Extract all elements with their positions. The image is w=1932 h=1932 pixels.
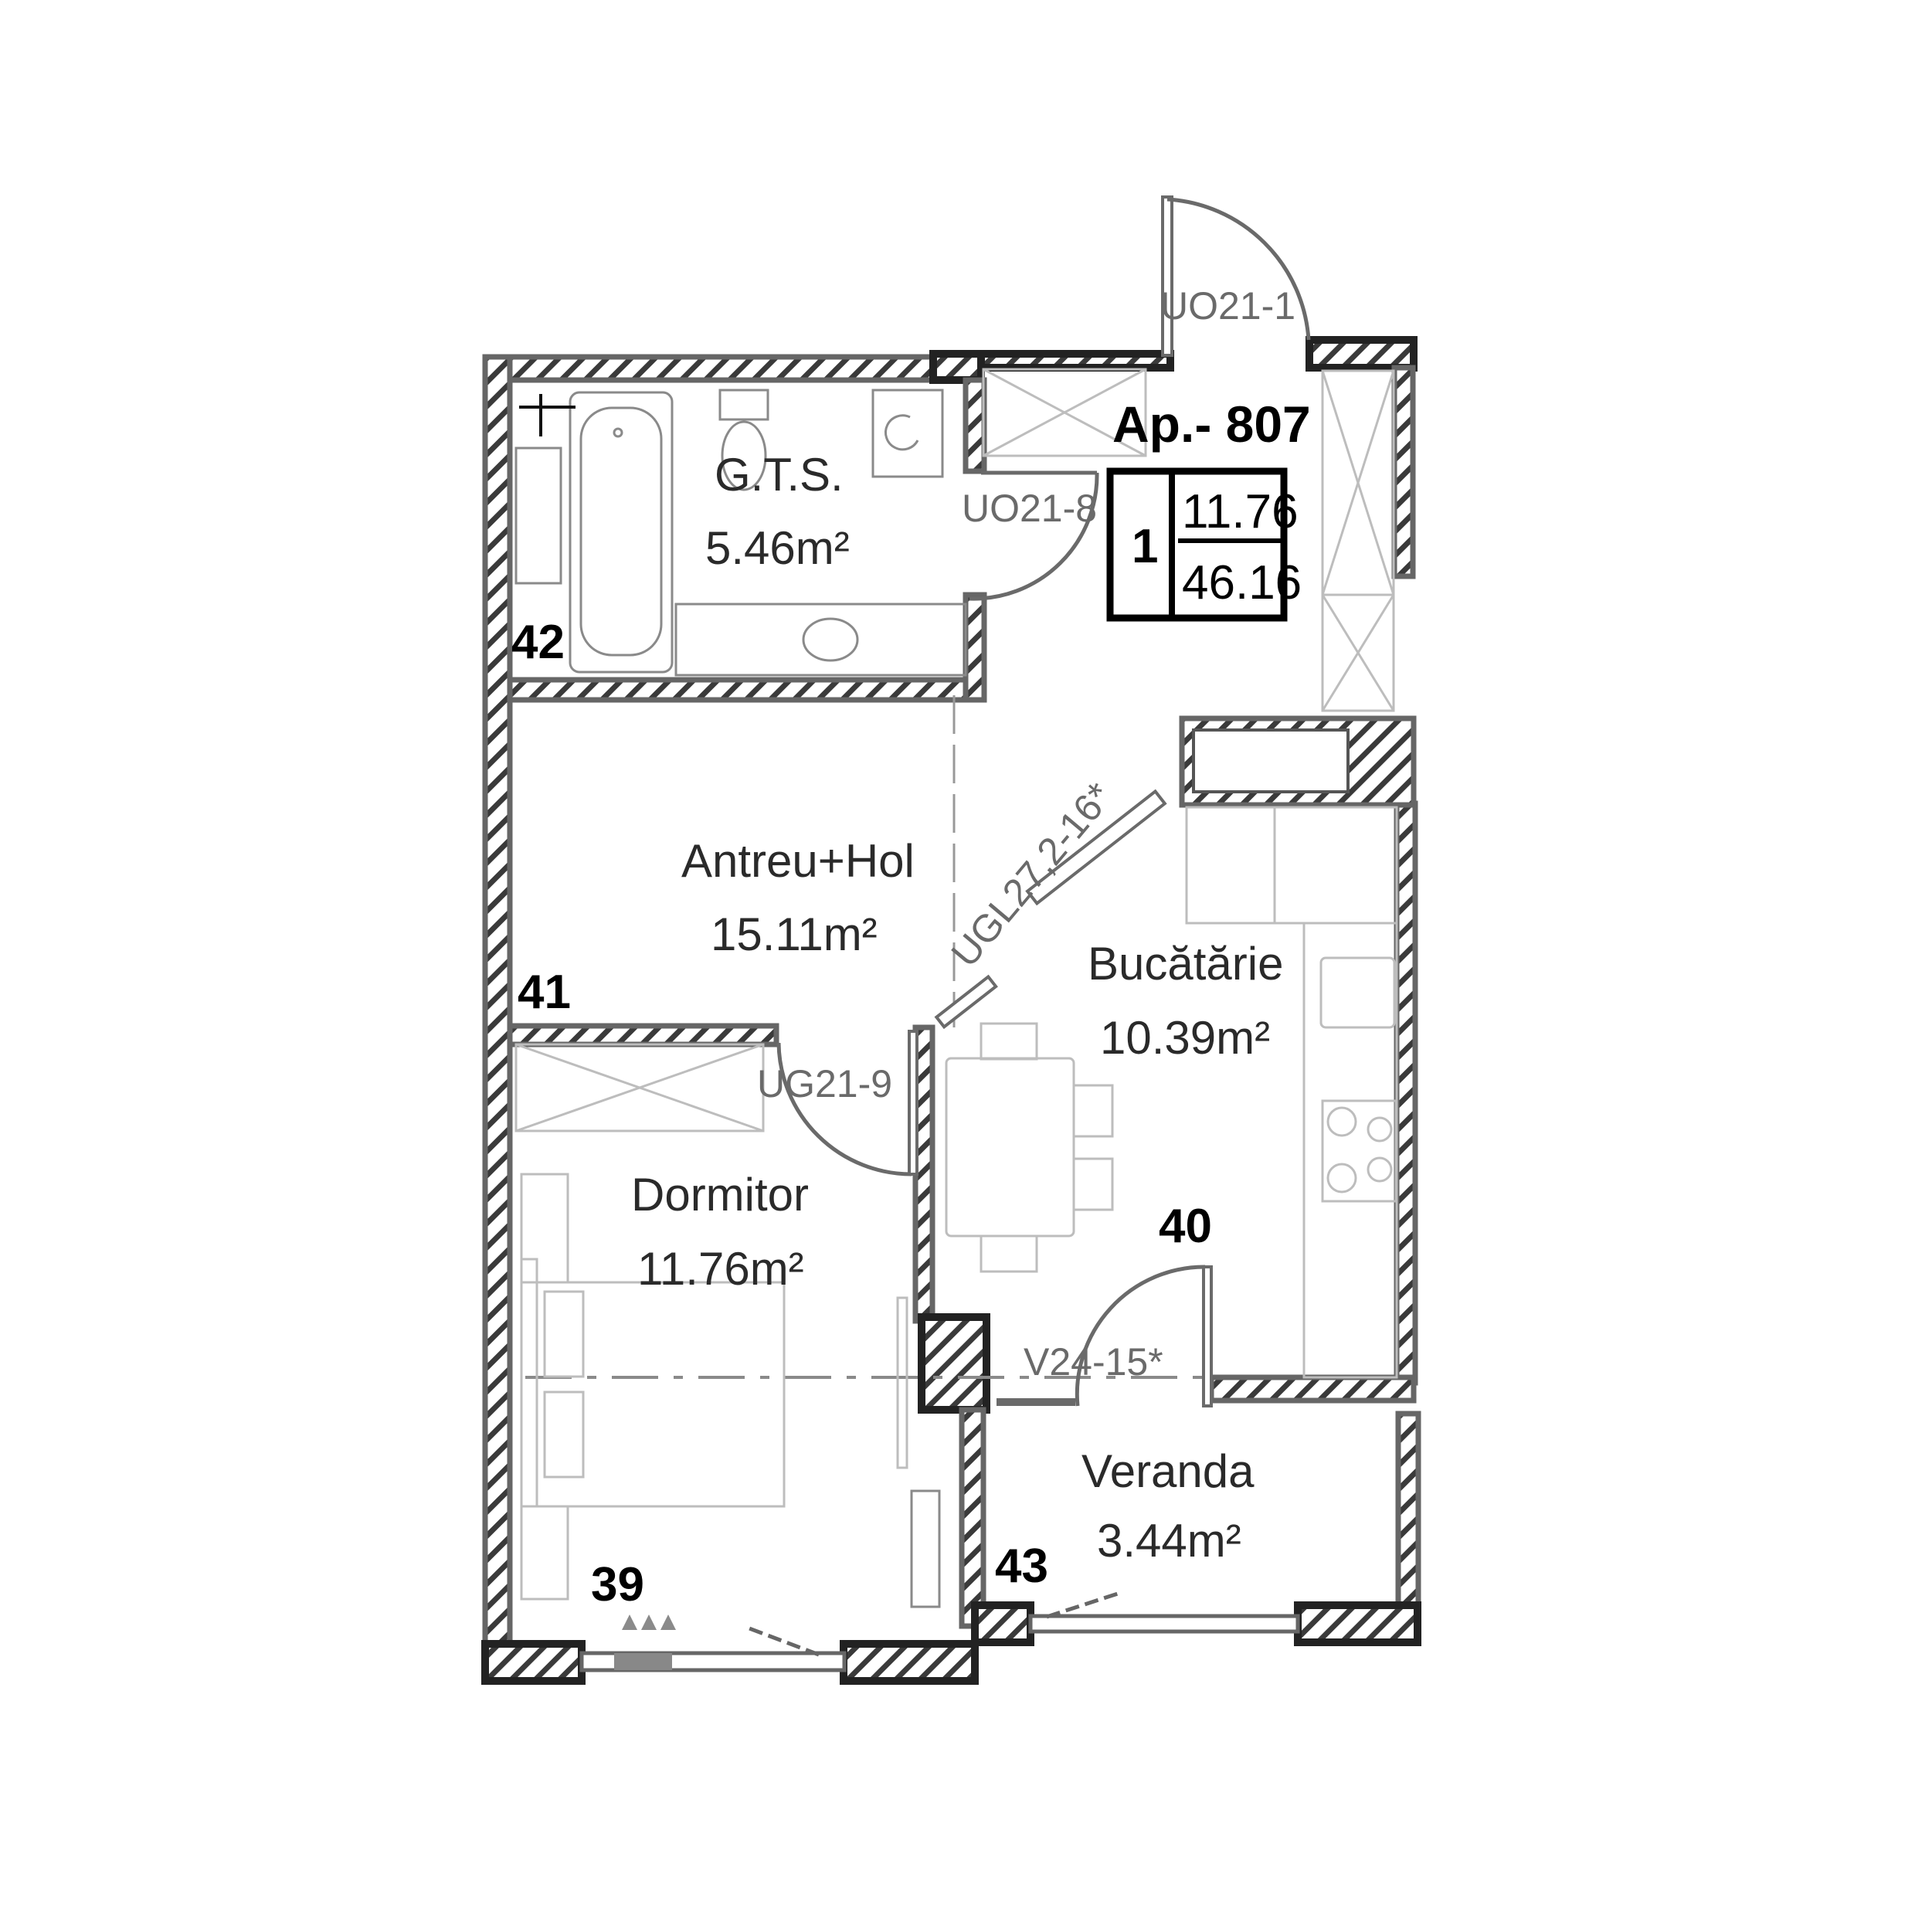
room-area-kitchen: 10.39m² [1100,1012,1270,1064]
washing-machine [871,389,944,478]
door-label-bedroom: UG21-9 [757,1062,892,1105]
wall-bottom-veranda-right [1294,1601,1421,1646]
fridge [1185,806,1276,925]
room-name-kitchen: Bucătărie [1088,938,1283,990]
kitchen-sink [1319,956,1396,1029]
kitchen-counter [1302,922,1398,1379]
veranda-door-swing [1075,1265,1206,1407]
entrance-door-swing [1166,197,1311,341]
wall-top-pillar [929,350,985,384]
washbasin [802,617,859,662]
sink-counter [674,603,967,677]
room-area-bedroom: 11.76m² [637,1243,804,1295]
wall-veranda-left [959,1407,986,1629]
door-label-bathroom: UO21-8 [962,487,1097,530]
toilet-tank [718,389,769,421]
closets [514,368,1395,1132]
bed [535,1281,786,1508]
windows [579,1591,1300,1672]
wall-right-upper [1391,365,1416,579]
bathroom-fixtures [514,389,967,677]
total-area-value: 46.16 [1182,556,1302,609]
wall-bottom-left [481,1640,586,1685]
pillar-mid [918,1313,990,1414]
apartment-info-box [1106,467,1288,622]
bedroom-area-value: 11.76 [1182,485,1299,538]
wall-bath-bottom [507,677,986,703]
room-name-bedroom: Dormitor [631,1169,809,1221]
kitchen-fixtures [945,806,1398,1379]
wall-veranda-right [1395,1411,1421,1633]
marker-43: 43 [995,1540,1048,1593]
wall-bottom-veranda-left [971,1601,1034,1646]
walls [481,336,1421,1685]
wall-top-right [1306,336,1418,372]
wall-right-kitchen [1394,800,1418,1386]
room-name-veranda: Veranda [1081,1445,1255,1497]
radiator-icon [622,1615,676,1630]
door-label-veranda: V24-15* [1024,1340,1163,1384]
rooms-count: 1 [1132,520,1158,573]
room-name-hall: Antreu+Hol [681,835,915,887]
doors [776,195,1311,1407]
apartment-info: Ap.- 807 1 11.76 46.16 [1106,396,1311,622]
boiler [514,446,562,585]
marker-42: 42 [511,616,565,669]
wall-kitchen-veranda [1208,1374,1417,1404]
wall-hall-bedroom [507,1023,779,1047]
marker-39: 39 [591,1558,644,1611]
stove [1321,1099,1397,1203]
wall-bath-right-top [963,377,987,474]
room-area-bathroom: 5.46m² [705,522,850,574]
wall-bottom-mid [840,1640,979,1685]
veranda-door-leaf[interactable] [1202,1265,1213,1407]
marker-41: 41 [518,966,571,1019]
dining-table [945,1057,1075,1238]
apartment-title: Ap.- 807 [1112,396,1311,453]
wall-top-mid [977,350,1174,372]
wall-left [482,354,513,1665]
toilet-bowl [721,420,767,491]
bedroom-door-leaf[interactable] [908,1030,918,1176]
door-label-entrance: UO21-1 [1160,284,1295,328]
room-name-bathroom: G.T.S. [715,449,844,501]
marker-40: 40 [1159,1200,1212,1253]
markers: 42 41 40 39 43 [511,616,1212,1611]
entrance-door-leaf[interactable] [1161,195,1173,357]
bathroom-door-swing [969,472,1099,601]
bathtub [569,391,674,674]
room-labels: G.T.S. 5.46m² Antreu+Hol 15.11m² Bucătăr… [631,449,1283,1567]
wall-bath-right-bottom [963,592,987,703]
room-area-hall: 15.11m² [711,908,878,960]
kitchen-glass-door[interactable] [1025,789,1167,906]
wall-top-left [482,354,940,383]
room-area-veranda: 3.44m² [1097,1515,1241,1567]
bedroom-door-swing [776,1042,912,1177]
bedroom-furniture [520,1173,941,1608]
